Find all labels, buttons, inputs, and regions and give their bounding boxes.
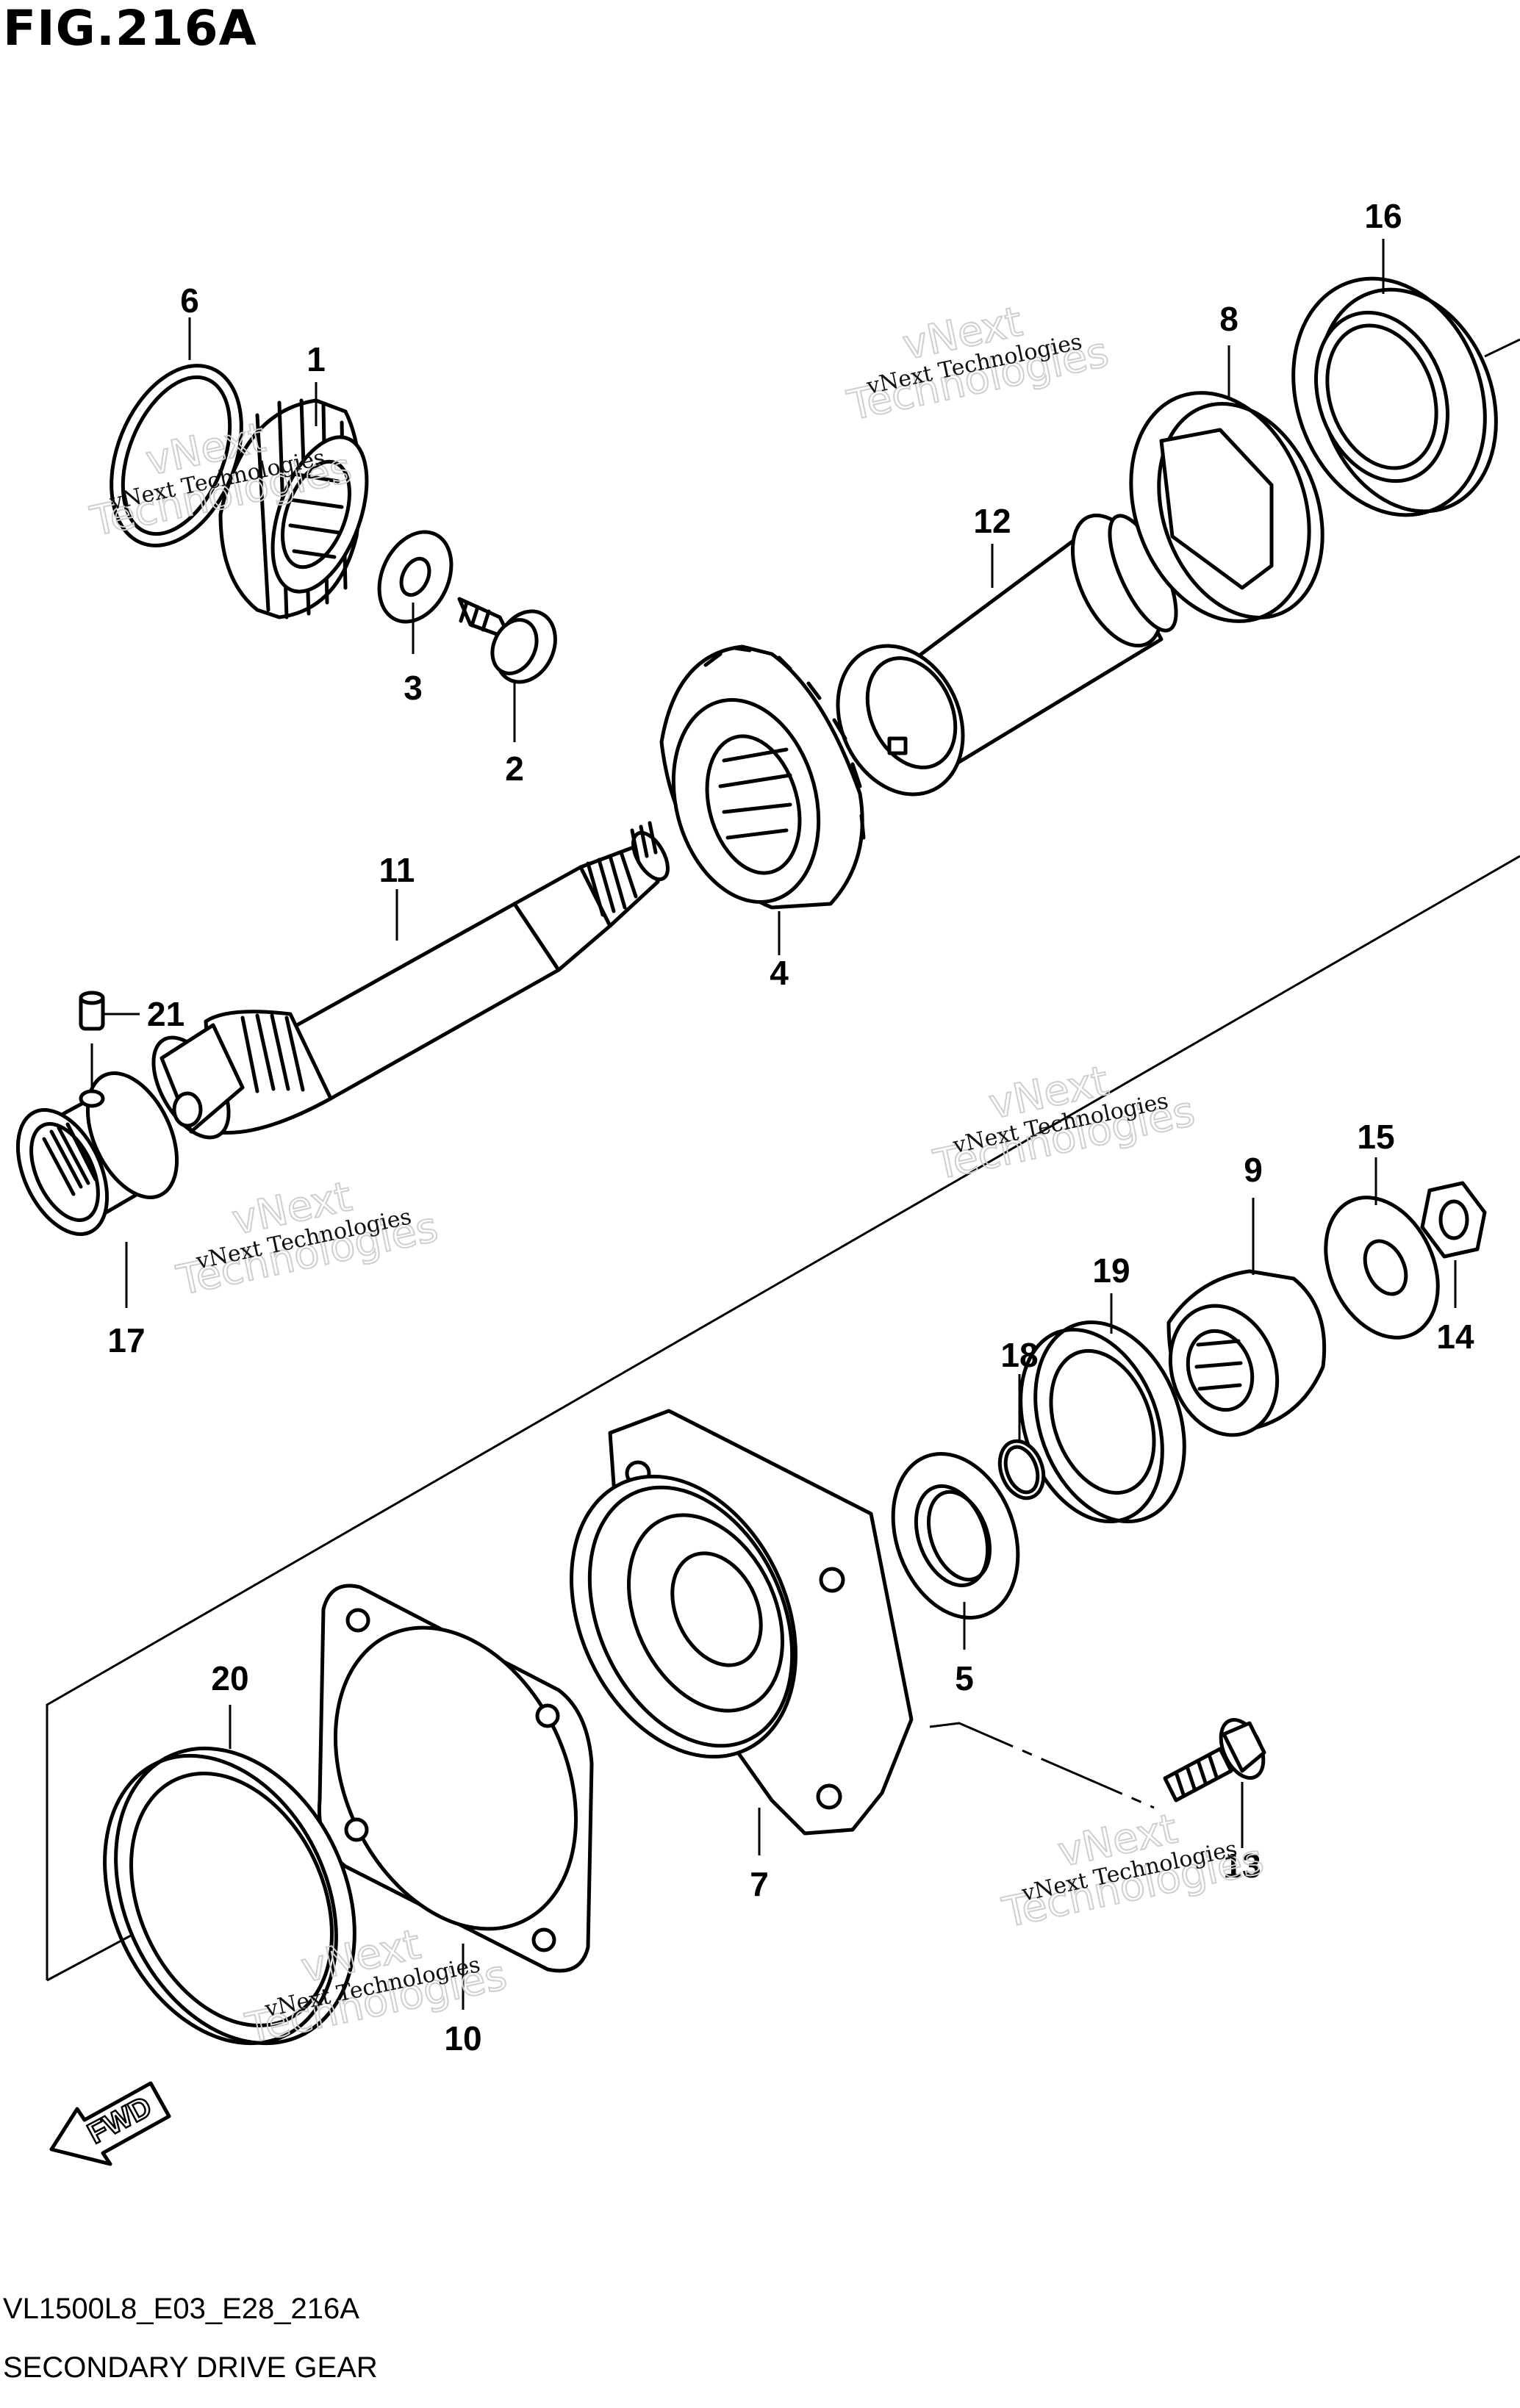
part-3-washer[interactable]: [365, 520, 465, 633]
callout-18: 18: [1000, 1336, 1038, 1374]
callout-3: 3: [404, 669, 423, 707]
part-10-gasket[interactable]: [289, 1584, 623, 1973]
callout-17: 17: [107, 1321, 145, 1359]
part-1-bevel-gear[interactable]: [218, 398, 385, 619]
part-6-o-ring[interactable]: [87, 346, 266, 564]
callout-19: 19: [1092, 1251, 1130, 1290]
callout-20: 20: [211, 1659, 248, 1697]
callout-numbers: 6 1 3 2 12 8 16 4 11 21 17 15 9 14 19 18…: [107, 197, 1474, 2057]
part-17-needle-bearing[interactable]: [0, 1059, 195, 1248]
part-20-seal-ring[interactable]: [60, 1709, 401, 2082]
callout-15: 15: [1357, 1118, 1394, 1156]
part-19-oil-seal[interactable]: [995, 1301, 1211, 1542]
part-16-bearing[interactable]: [1261, 251, 1520, 542]
callout-6: 6: [180, 281, 199, 320]
part-4-bevel-gear[interactable]: [652, 644, 866, 919]
figure-title: FIG.216A: [3, 0, 257, 57]
part-18-o-ring[interactable]: [992, 1435, 1051, 1504]
callout-1: 1: [306, 340, 326, 378]
callout-14: 14: [1436, 1318, 1474, 1356]
callout-13: 13: [1223, 1847, 1261, 1885]
part-2-bolt[interactable]: [457, 597, 567, 691]
figure-code: VL1500L8_E03_E28_216A: [3, 2293, 359, 2325]
part-9-coupling[interactable]: [1152, 1269, 1327, 1451]
part-21-dowel-pin[interactable]: [79, 991, 105, 1031]
callout-2: 2: [505, 750, 524, 788]
callout-12: 12: [973, 502, 1011, 540]
part-5-oil-seal[interactable]: [871, 1437, 1039, 1636]
callout-11: 11: [379, 851, 415, 889]
callout-4: 4: [770, 954, 789, 992]
part-15-washer[interactable]: [1304, 1179, 1459, 1356]
callout-21: 21: [147, 995, 184, 1033]
part-13-bolt[interactable]: [1163, 1713, 1272, 1803]
callout-8: 8: [1219, 300, 1238, 338]
part-8-hex-washer[interactable]: [1100, 367, 1351, 646]
callout-16: 16: [1364, 197, 1402, 235]
leader-lines: [90, 239, 1457, 2010]
part-14-nut[interactable]: [1420, 1181, 1487, 1259]
callout-9: 9: [1244, 1151, 1263, 1189]
fwd-arrow-icon: FWD: [49, 2081, 171, 2166]
group-frame: [46, 338, 1520, 1982]
callout-7: 7: [750, 1865, 769, 1903]
part-12-spacer-sleeve[interactable]: [814, 502, 1189, 815]
figure-name: SECONDARY DRIVE GEAR: [3, 2351, 378, 2384]
callout-10: 10: [444, 2019, 481, 2057]
part-11-drive-shaft[interactable]: [138, 821, 675, 1150]
part-7-bearing-housing[interactable]: [528, 1409, 914, 1836]
callout-5: 5: [955, 1659, 974, 1697]
